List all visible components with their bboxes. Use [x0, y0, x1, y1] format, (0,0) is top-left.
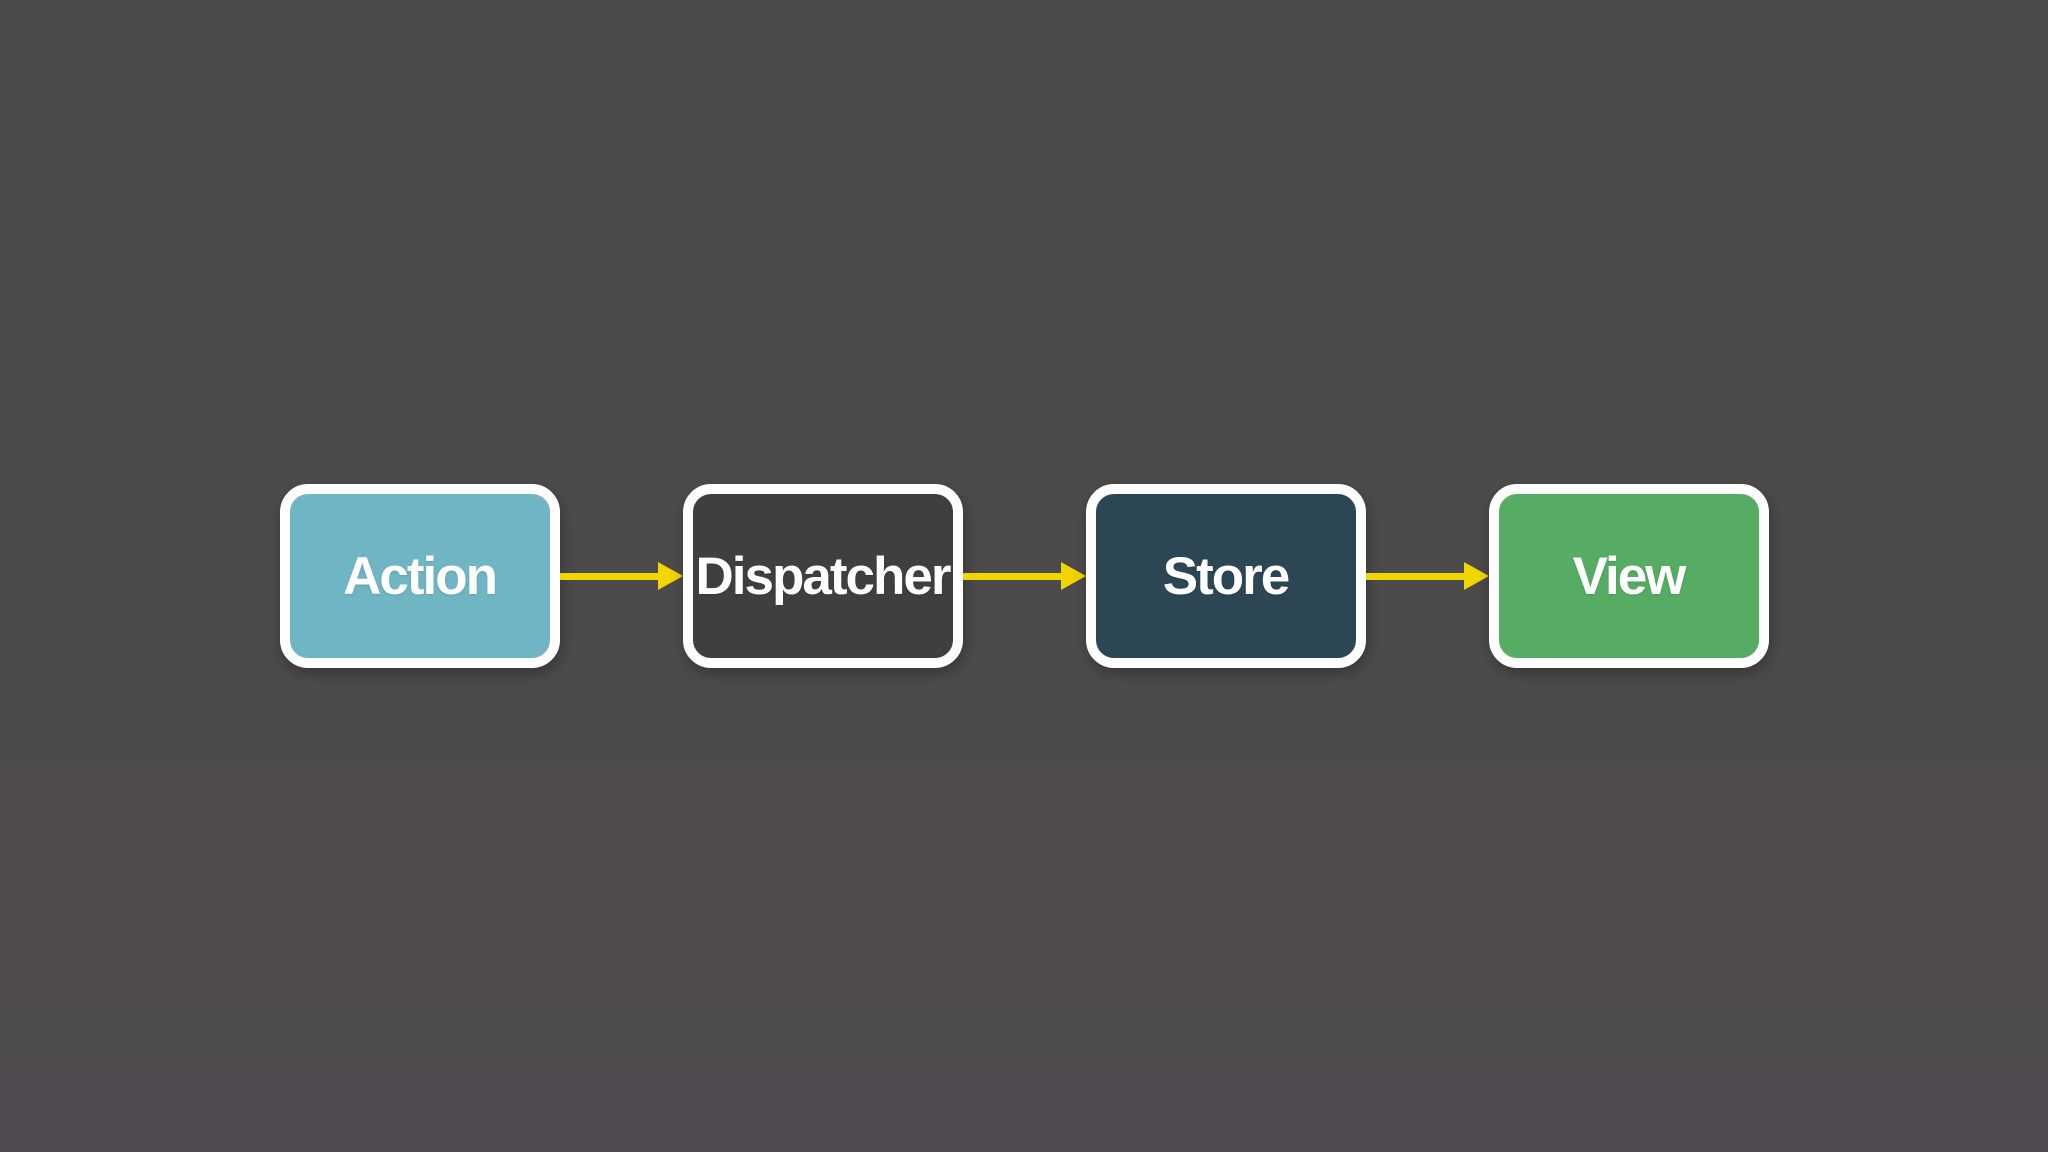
arrow-line — [962, 572, 1062, 580]
node-view-label: View — [1572, 546, 1687, 606]
node-dispatcher: Dispatcher — [682, 484, 963, 668]
arrow-head-icon — [1463, 562, 1489, 590]
node-dispatcher-label: Dispatcher — [695, 546, 952, 606]
node-store-label: Store — [1162, 546, 1290, 606]
arrow-line — [559, 572, 659, 580]
node-store: Store — [1085, 484, 1366, 668]
node-view: View — [1488, 484, 1769, 668]
node-action-label: Action — [343, 546, 498, 606]
arrow-store-to-view — [1365, 494, 1489, 658]
node-action: Action — [279, 484, 560, 668]
arrow-head-icon — [657, 562, 683, 590]
arrow-dispatcher-to-store — [962, 494, 1086, 658]
arrow-action-to-dispatcher — [559, 494, 683, 658]
arrow-line — [1365, 572, 1465, 580]
arrow-head-icon — [1060, 562, 1086, 590]
flow-row: Action Dispatcher Store View — [279, 484, 1769, 668]
